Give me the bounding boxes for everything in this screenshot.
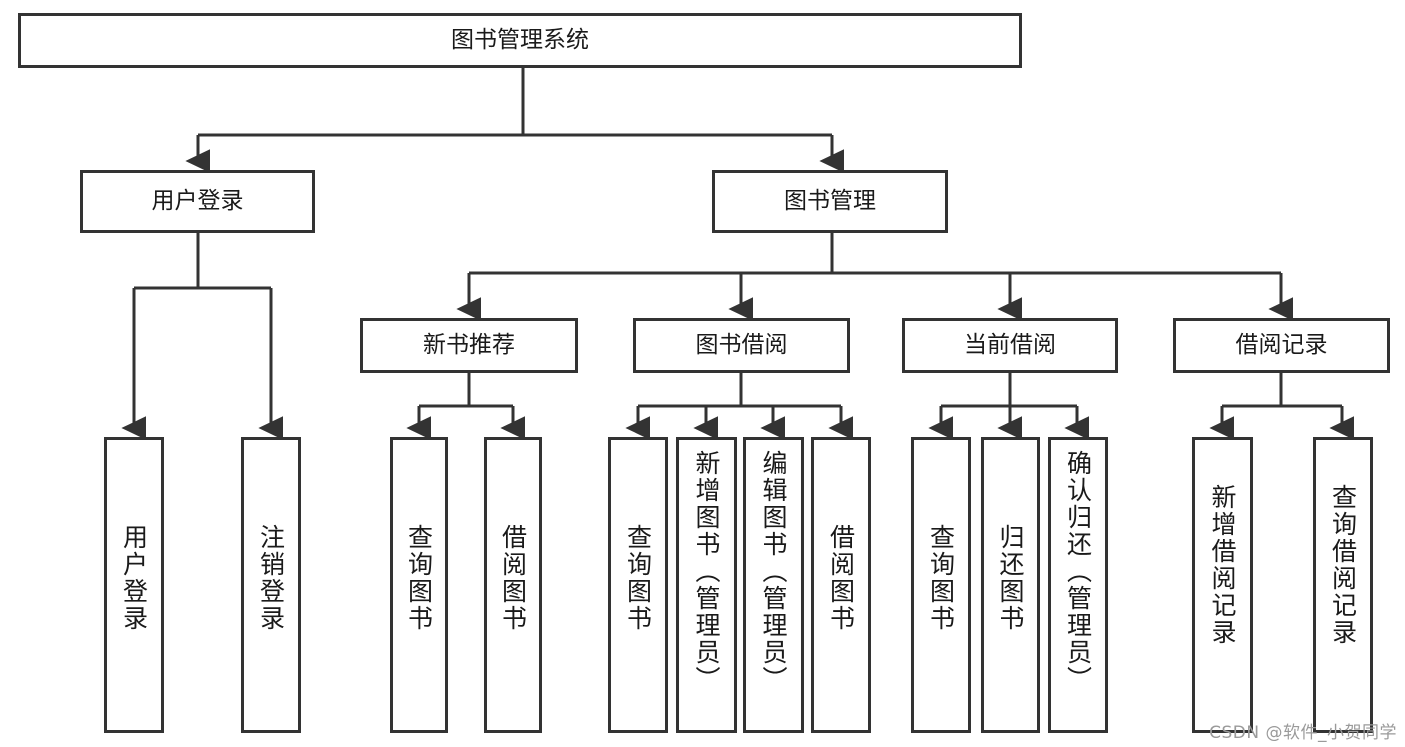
node-label: 借阅记录	[1235, 332, 1328, 359]
leaf-user-login-action[interactable]: 用户登录	[104, 437, 164, 733]
node-label: 查询图书	[623, 524, 653, 632]
node-label: 用户登录	[119, 524, 149, 632]
leaf-confirm-return-admin[interactable]: 确认归还（管理员）	[1048, 437, 1108, 733]
leaf-add-borrow-record[interactable]: 新增借阅记录	[1192, 437, 1253, 733]
node-label: 归还图书	[996, 524, 1025, 632]
node-label: 查询图书	[926, 524, 956, 632]
node-label: 图书借阅	[695, 332, 788, 359]
node-label: 当前借阅	[964, 332, 1056, 359]
node-label: 图书管理系统	[451, 27, 589, 54]
node-label: 确认归还（管理员）	[1063, 450, 1093, 693]
csdn-watermark: CSDN @软件_小贺同学	[1209, 723, 1397, 743]
node-label: 注销登录	[256, 524, 286, 632]
node-label: 借阅图书	[498, 524, 528, 632]
node-label: 查询借阅记录	[1328, 484, 1358, 646]
node-label: 编辑图书（管理员）	[759, 450, 788, 693]
node-label: 新书推荐	[423, 332, 515, 359]
node-root-system[interactable]: 图书管理系统	[18, 13, 1022, 68]
leaf-edit-book-admin[interactable]: 编辑图书（管理员）	[743, 437, 804, 733]
node-label: 用户登录	[151, 188, 244, 215]
leaf-borrow-book-recommend[interactable]: 借阅图书	[484, 437, 542, 733]
leaf-query-book-current[interactable]: 查询图书	[911, 437, 971, 733]
node-label: 查询图书	[404, 524, 434, 632]
node-new-book-recommend[interactable]: 新书推荐	[360, 318, 578, 373]
node-label: 新增借阅记录	[1208, 484, 1237, 646]
leaf-query-book-recommend[interactable]: 查询图书	[390, 437, 448, 733]
leaf-borrow-book-action[interactable]: 借阅图书	[811, 437, 871, 733]
leaf-query-book-borrow[interactable]: 查询图书	[608, 437, 668, 733]
node-current-borrow[interactable]: 当前借阅	[902, 318, 1118, 373]
leaf-query-borrow-record[interactable]: 查询借阅记录	[1313, 437, 1373, 733]
leaf-add-book-admin[interactable]: 新增图书（管理员）	[676, 437, 737, 733]
node-label: 借阅图书	[826, 524, 856, 632]
node-borrow-record[interactable]: 借阅记录	[1173, 318, 1390, 373]
node-label: 新增图书（管理员）	[692, 450, 721, 693]
node-user-login[interactable]: 用户登录	[80, 170, 315, 233]
node-book-borrow[interactable]: 图书借阅	[633, 318, 850, 373]
leaf-logout-login[interactable]: 注销登录	[241, 437, 301, 733]
node-label: 图书管理	[784, 188, 876, 215]
node-book-management[interactable]: 图书管理	[712, 170, 948, 233]
leaf-return-book[interactable]: 归还图书	[981, 437, 1040, 733]
